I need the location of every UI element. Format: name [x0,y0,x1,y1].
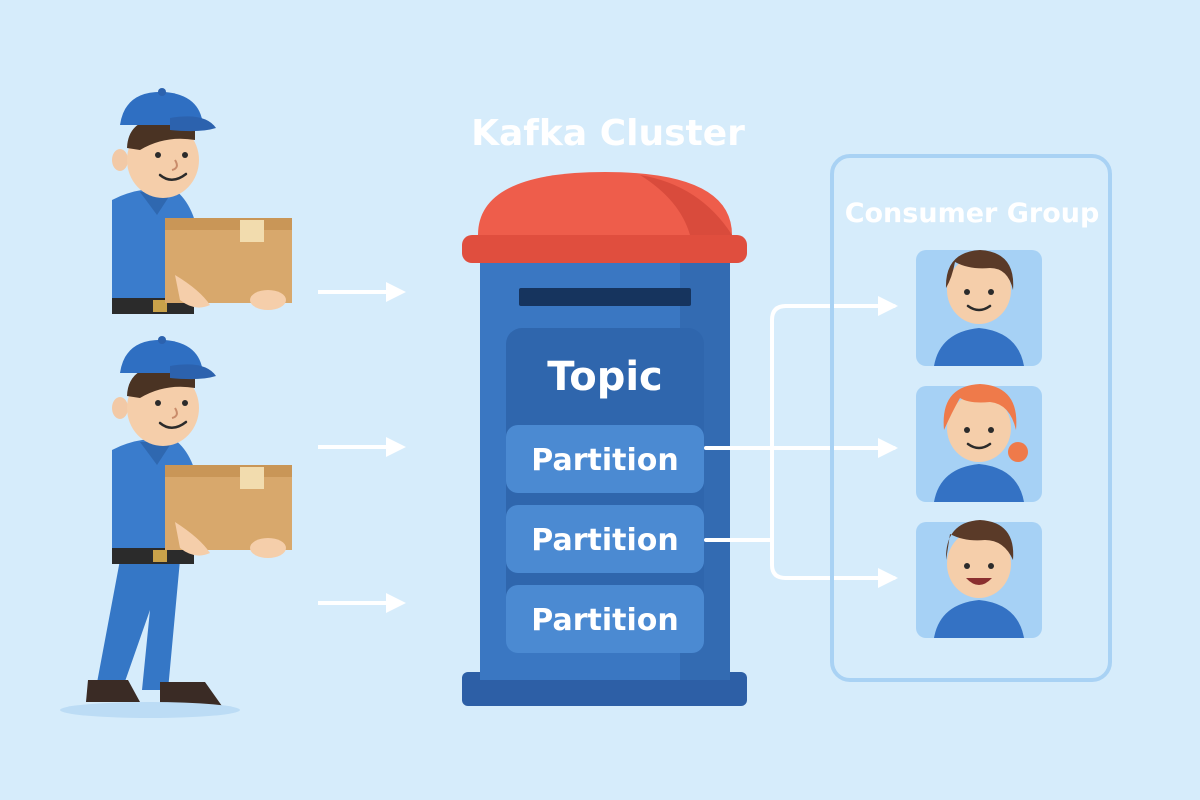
producer-2 [60,336,292,718]
partition-2: Partition [506,505,704,573]
consumer-group: Consumer Group [830,154,1112,682]
consumer-avatar-2 [916,384,1042,502]
consumer-arrows [704,296,898,588]
partition-1-label: Partition [531,443,678,478]
partition-1: Partition [506,425,704,493]
branch-vertical [770,304,788,580]
consumer-group-title: Consumer Group [845,198,1100,229]
producer-arrows [318,282,406,613]
cluster-title: Kafka Cluster [471,113,745,154]
mailbox-slot [519,288,691,306]
mailbox: Topic Partition Partition Partition [462,172,747,706]
topic-label: Topic [547,354,663,400]
partition-2-label: Partition [531,523,678,558]
consumer-group-frame [830,154,1112,682]
partition-3-label: Partition [531,603,678,638]
consumer-avatar-3 [916,520,1042,638]
producer-1 [112,88,292,314]
mailbox-base [462,672,747,706]
consumer-avatar-1 [916,250,1042,366]
partition-3: Partition [506,585,704,653]
